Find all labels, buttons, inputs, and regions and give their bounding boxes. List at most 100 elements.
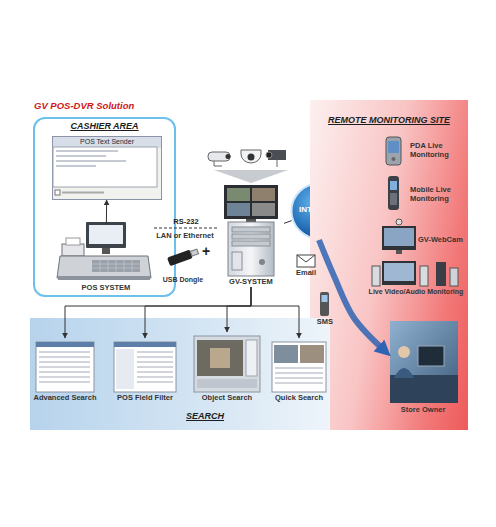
- live-monitoring-icons: [382, 261, 416, 285]
- plus-sign: +: [198, 243, 214, 259]
- dvr-system-icon: [252, 203, 275, 216]
- camera-icons: [266, 152, 272, 158]
- pos-terminal-icon: [102, 248, 110, 254]
- node-label: CASHIER AREA: [35, 122, 174, 132]
- pos-terminal-icon: [86, 222, 126, 248]
- search-thumbnails: [114, 342, 176, 392]
- store-owner-photo: [418, 346, 444, 366]
- search-thumbnails: [36, 336, 326, 392]
- search-thumbnails: [116, 349, 134, 389]
- pos-terminal-icon: [89, 225, 123, 244]
- live-monitoring-icons: [372, 261, 458, 286]
- connector-line: [227, 287, 251, 332]
- connector-line: [284, 221, 292, 224]
- sms-phone-icon: [320, 292, 329, 316]
- search-thumbnails: [194, 336, 260, 392]
- node-label: POS SYSTEM: [58, 284, 154, 293]
- store-owner-photo: [390, 375, 458, 403]
- search-thumbnails: [36, 342, 94, 392]
- dvr-system-icon: [227, 188, 250, 201]
- dvr-system-icon: [228, 222, 274, 276]
- window-content: [62, 192, 104, 194]
- dvr-system-icon: [232, 252, 242, 270]
- camera-icons: [277, 160, 278, 167]
- search-tool: Advanced Search: [34, 338, 96, 406]
- mobile-phone-icon: [390, 193, 397, 205]
- mobile-phone-icon: [388, 176, 399, 210]
- search-thumbnails: [275, 368, 323, 383]
- search-band: SEARCHAdvanced SearchPOS Field FilterObj…: [30, 318, 330, 430]
- connector-line: [106, 200, 107, 224]
- search-thumbnails: [210, 348, 230, 368]
- search-thumbnails: [272, 342, 326, 392]
- mobile-phone-icon: [390, 181, 397, 190]
- webcam-icon: [396, 250, 402, 254]
- node-label: Quick Search: [266, 394, 332, 403]
- search-thumbnails: [39, 352, 90, 382]
- node-label: GV-WebCam: [418, 236, 468, 245]
- window-content: [53, 147, 157, 187]
- search-thumbnails: [300, 345, 324, 363]
- node-label: SEARCH: [150, 412, 260, 422]
- email-icon: [297, 255, 315, 262]
- live-monitoring-icons: [450, 268, 458, 286]
- store-owner: Store Owner: [386, 318, 460, 416]
- node-label: Object Search: [190, 394, 264, 403]
- search-thumbnails: [137, 352, 173, 382]
- webcam-icon: [396, 219, 402, 225]
- node-label: POS Field Filter: [108, 394, 182, 403]
- node-label: USB Dongle: [160, 276, 206, 284]
- email-icon: [297, 255, 315, 267]
- site-band: REMOTE MONITORING SITEPDA Live Monitorin…: [310, 100, 468, 430]
- node-label: GV-SYSTEM: [218, 278, 284, 287]
- live-monitoring-icons: [420, 266, 428, 286]
- live-monitoring-icons: [436, 262, 446, 286]
- mobile-phone-icon: [388, 176, 399, 210]
- webcam-icon: [384, 228, 414, 246]
- pos-terminal-icon: [66, 238, 80, 245]
- window-content: [56, 150, 118, 152]
- window-content: [56, 165, 96, 167]
- usb-dongle-icon: [190, 249, 198, 256]
- store-owner-photo: [390, 321, 458, 403]
- remote-device: GV-WebCam: [378, 220, 468, 254]
- node-label: Advanced Search: [30, 394, 100, 403]
- dvr-system-icon: [259, 259, 265, 265]
- pda-icon: [386, 137, 401, 165]
- dvr-system-icon: [232, 234, 270, 239]
- connector-line: [145, 287, 251, 338]
- search-thumbnails: [274, 345, 298, 363]
- webcam-icon: [382, 219, 416, 254]
- connector-line: [65, 287, 251, 338]
- store-owner-photo: [394, 368, 414, 378]
- search-tool: Quick Search: [270, 338, 328, 406]
- software-window: POS Text Sender: [52, 136, 162, 200]
- usb-dongle-icon: [167, 247, 199, 266]
- sms-phone-icon: [322, 295, 328, 302]
- edge-label: RS-232: [173, 217, 198, 226]
- node-label: REMOTE MONITORING SITE: [314, 116, 464, 126]
- window-content: [55, 190, 60, 195]
- search-thumbnails: [246, 340, 257, 376]
- pos-terminal-icon: [62, 244, 84, 256]
- pda-icon: [388, 141, 399, 153]
- node-label: Live Video/Audio Monitoring: [366, 288, 466, 296]
- diagram-title: GV POS-DVR Solution: [34, 100, 134, 111]
- remote-device: Live Video/Audio Monitoring: [366, 258, 466, 308]
- dvr-system-icon: [246, 219, 256, 222]
- store-owner-photo: [398, 346, 410, 358]
- search-thumbnails: [197, 379, 257, 388]
- window-content: [56, 155, 106, 157]
- search-thumbnails: [114, 342, 176, 347]
- live-monitoring-icons: [384, 263, 414, 281]
- sms-phone-icon: [320, 292, 329, 316]
- search-tool: POS Field Filter: [112, 338, 178, 406]
- camera-icons: [214, 170, 288, 183]
- dvr-system-icon: [224, 185, 278, 219]
- dvr-system-icon: [232, 227, 270, 232]
- usb-dongle-icon: [167, 250, 193, 267]
- pos-terminal-icon: [57, 256, 151, 278]
- pda-icon: [386, 137, 401, 165]
